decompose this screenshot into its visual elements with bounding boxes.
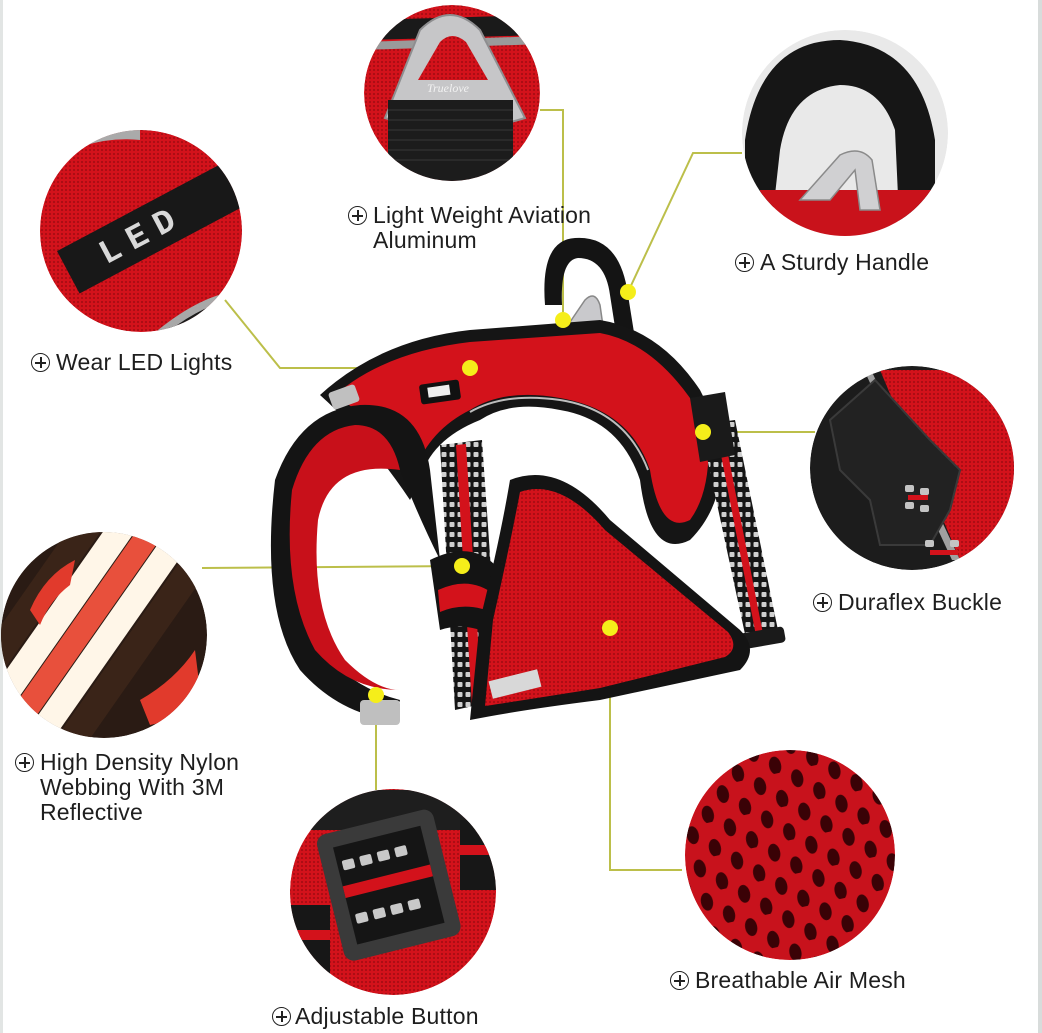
feature-label-webbing: High Density Nylon Webbing With 3M Refle… [15, 750, 239, 825]
detail-circle-adjustable-button [290, 789, 496, 995]
plus-circle-icon [272, 1007, 291, 1026]
feature-label-aluminum: Light Weight Aviation Aluminum [348, 203, 591, 253]
main-harness [270, 237, 786, 725]
detail-circle-led: LED [40, 130, 242, 332]
feature-label-handle: A Sturdy Handle [735, 250, 929, 275]
detail-circle-handle [742, 30, 948, 236]
feature-label-text: Light Weight Aviation Aluminum [373, 202, 592, 253]
feature-label-text: High Density Nylon Webbing With 3M Refle… [40, 749, 240, 825]
left-edge-strip [0, 0, 3, 1033]
plus-circle-icon [31, 353, 50, 372]
feature-label-text: Breathable Air Mesh [695, 967, 906, 993]
feature-label-text: Wear LED Lights [56, 349, 233, 375]
right-edge-strip [1038, 0, 1042, 1033]
plus-circle-icon [735, 253, 754, 272]
feature-label-led: Wear LED Lights [31, 350, 232, 375]
plus-circle-icon [15, 753, 34, 772]
callout-dots [368, 284, 711, 703]
feature-label-adjustable-button: Adjustable Button [272, 1004, 479, 1029]
svg-text:Truelove: Truelove [427, 81, 470, 95]
detail-circle-air-mesh [685, 750, 895, 960]
detail-circle-aluminum: Truelove [364, 5, 540, 181]
feature-label-buckle: Duraflex Buckle [813, 590, 1002, 615]
feature-label-mesh: Breathable Air Mesh [670, 968, 906, 993]
plus-circle-icon [670, 971, 689, 990]
detail-circle-webbing [1, 532, 207, 738]
plus-circle-icon [348, 206, 367, 225]
plus-circle-icon [813, 593, 832, 612]
feature-label-text: Adjustable Button [295, 1003, 479, 1029]
detail-circle-buckle [810, 366, 1014, 570]
feature-label-text: A Sturdy Handle [760, 249, 930, 275]
feature-label-text: Duraflex Buckle [838, 589, 1003, 615]
